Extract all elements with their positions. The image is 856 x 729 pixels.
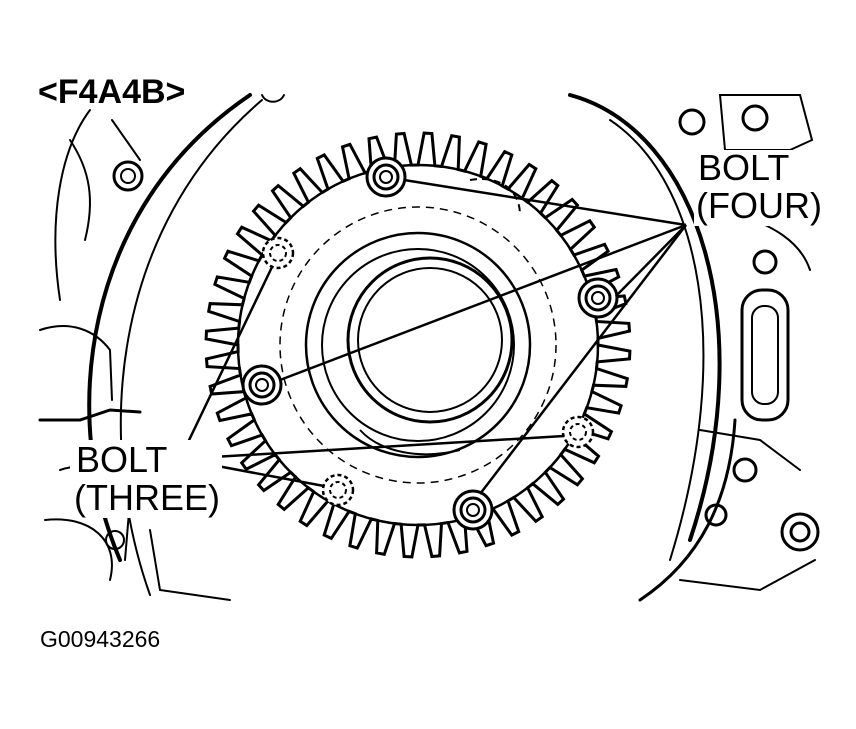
hub-bore-inner [357,267,503,413]
hub-bore-outer [346,256,514,424]
callout-three-line2: (THREE) [74,477,220,518]
dashed-bolt-icon [261,236,295,270]
gear-teeth [204,131,632,559]
model-label: <F4A4B> [38,73,185,111]
bolt-icon [577,277,619,319]
dashed-bolt-icon [561,415,595,449]
bolt-icon [365,156,407,198]
callout-four-line1: BOLT [698,147,789,188]
bolts-four [241,156,619,531]
bolt-icon [241,364,283,406]
hub-outer [304,231,532,459]
callout-four-line2: (FOUR) [696,185,822,226]
leader-lines-four [279,178,687,495]
label-three-bg [70,440,222,518]
ring-gear [204,131,632,559]
callout-three-line1: BOLT [76,439,167,480]
model-label-bg [36,72,222,108]
transmission-case-artwork [38,93,820,602]
bolt-icon [452,489,494,531]
figure-code: G00943266 [40,626,160,652]
label-four-bg [694,150,822,226]
bolt-circle-dashed [279,206,557,484]
bolts-three [261,236,595,507]
dashed-bolt-icon [321,473,355,507]
hub-flange [321,248,515,442]
